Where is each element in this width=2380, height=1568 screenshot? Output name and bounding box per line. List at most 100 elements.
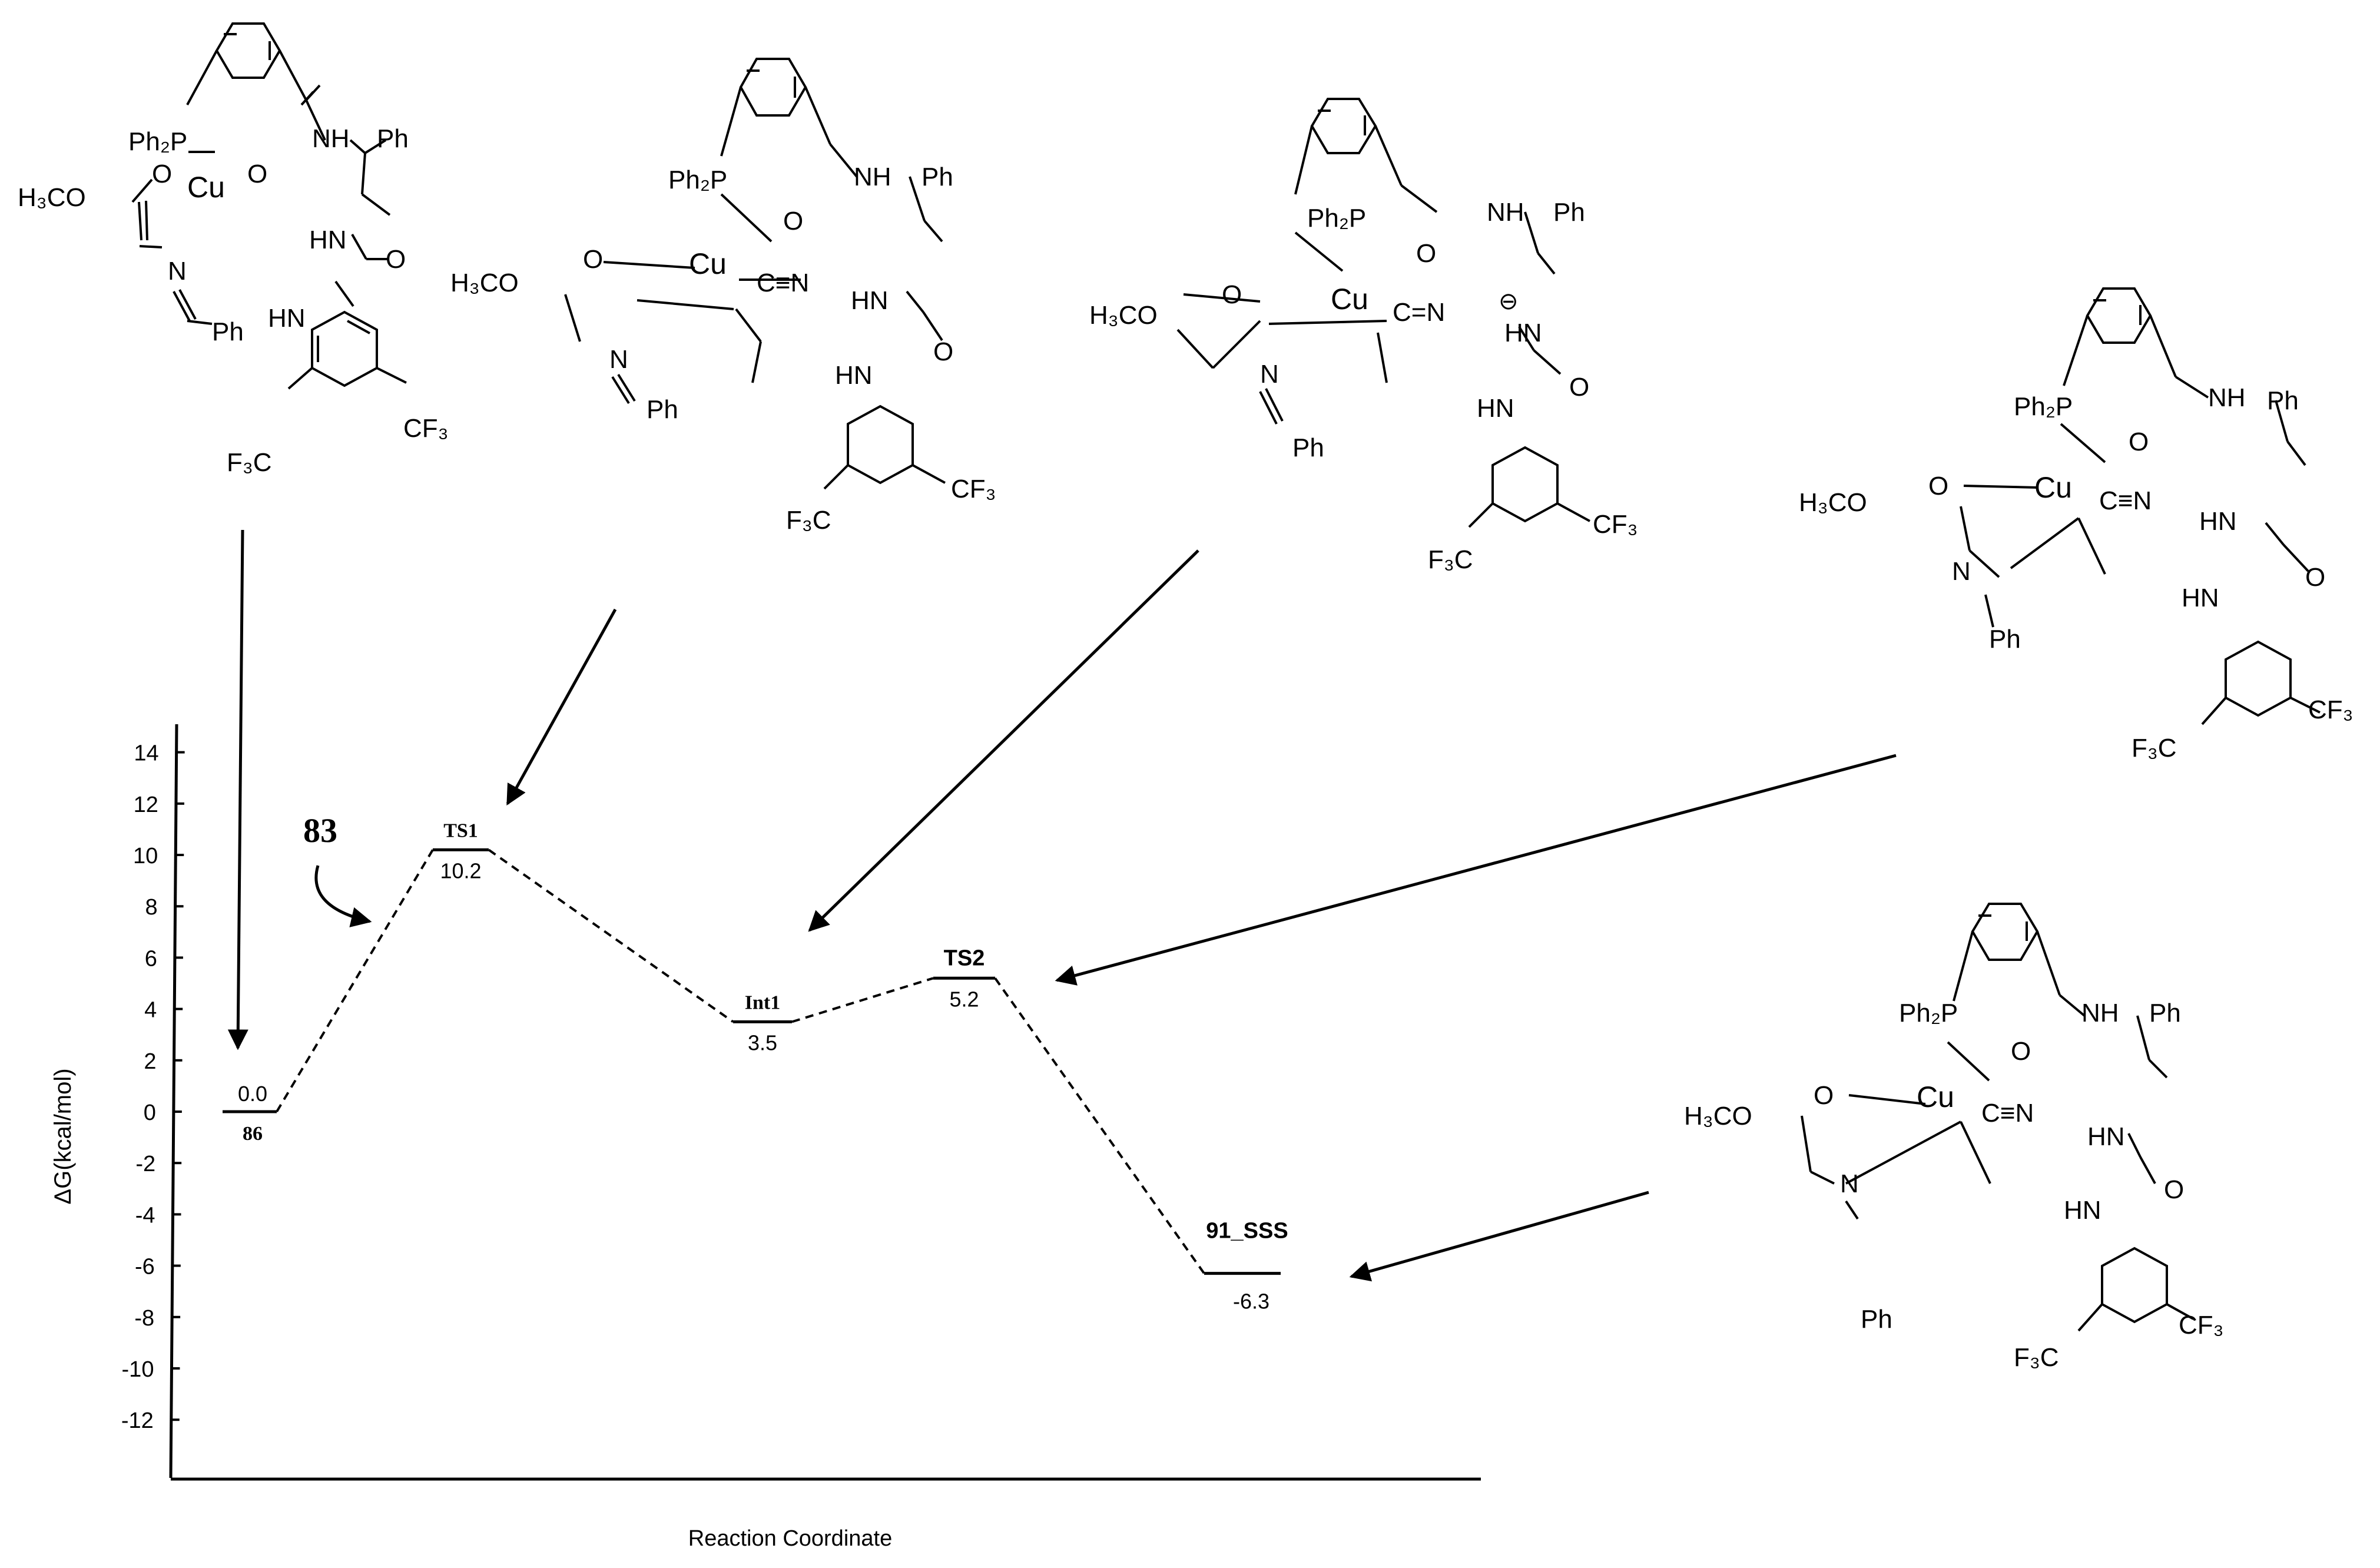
svg-text:Ph: Ph — [1553, 198, 1585, 227]
svg-text:O: O — [1222, 280, 1242, 309]
svg-text:⊖: ⊖ — [1499, 289, 1519, 314]
structure-ts1-labels: Ph₂P Cu O O NH Ph H₃CO C≡N HN N Ph HN O … — [450, 163, 996, 535]
level-value-TS2: 5.2 — [949, 987, 979, 1011]
svg-text:O: O — [1814, 1081, 1834, 1110]
svg-text:Ph: Ph — [1989, 625, 2021, 654]
level-value-Int1: 3.5 — [748, 1030, 777, 1055]
svg-text:HN: HN — [309, 226, 347, 254]
svg-text:Ph: Ph — [2267, 386, 2299, 415]
svg-text:N: N — [1952, 557, 1971, 586]
svg-text:Ph₂P: Ph₂P — [1307, 204, 1366, 233]
svg-text:NH: NH — [2208, 383, 2246, 412]
svg-text:Cu: Cu — [1331, 283, 1368, 316]
svg-text:F₃C: F₃C — [2132, 734, 2177, 763]
svg-text:HN: HN — [1504, 319, 1542, 347]
connector-Int1-to-TS2 — [791, 977, 934, 1023]
svg-text:O: O — [783, 207, 803, 236]
structure-product-labels: Ph₂P Cu O O NH Ph H₃CO C≡N HN N Ph HN O … — [1684, 999, 2224, 1372]
svg-text:O: O — [1569, 373, 1589, 402]
y-tick-label: -6 — [135, 1255, 155, 1279]
svg-text:N: N — [609, 345, 628, 374]
annotation-83: 83 — [303, 811, 337, 850]
level-name-TS1: TS1 — [443, 820, 478, 841]
svg-text:Ph₂P: Ph₂P — [668, 165, 727, 194]
svg-text:C≡N: C≡N — [1981, 1099, 2034, 1128]
svg-text:HN: HN — [1477, 394, 1514, 423]
energy-levels — [223, 848, 1281, 1275]
svg-text:CF₃: CF₃ — [1593, 510, 1638, 539]
svg-text:HN: HN — [2199, 507, 2237, 536]
svg-text:HN: HN — [268, 304, 306, 333]
arrow-product-structure — [1349, 1191, 1649, 1282]
level-value-86: 0.0 — [238, 1082, 267, 1106]
connector-TS1-to-Int1 — [488, 848, 734, 1023]
svg-text:Cu: Cu — [187, 171, 225, 204]
arrow-ts1-structure — [506, 608, 617, 806]
svg-text:HN: HN — [2182, 584, 2219, 612]
svg-text:O: O — [2164, 1175, 2184, 1204]
svg-text:NH: NH — [1487, 198, 1524, 227]
y-tick-label: 0 — [144, 1100, 156, 1125]
svg-text:O: O — [247, 160, 267, 188]
svg-text:O: O — [1928, 472, 1948, 500]
y-tick-label: 4 — [144, 998, 157, 1023]
svg-text:N: N — [168, 257, 187, 286]
svg-text:C≡N: C≡N — [2099, 486, 2152, 515]
svg-text:HN: HN — [835, 361, 873, 390]
y-tick-label: 6 — [145, 946, 157, 971]
connector-TS2-to-91_SSS — [994, 977, 1205, 1274]
svg-text:CF₃: CF₃ — [2179, 1311, 2224, 1340]
svg-text:CF₃: CF₃ — [951, 475, 996, 503]
svg-text:Ph: Ph — [212, 317, 244, 346]
y-tick-label: 12 — [134, 793, 158, 817]
y-tick-label: -12 — [121, 1408, 154, 1433]
svg-text:CF₃: CF₃ — [2308, 695, 2354, 724]
svg-text:NH: NH — [312, 124, 350, 153]
svg-text:Ph₂P: Ph₂P — [2014, 392, 2073, 421]
energy-connectors — [276, 848, 1205, 1274]
y-tick-label: 14 — [134, 741, 158, 766]
svg-text:N: N — [1260, 360, 1279, 389]
level-value-TS1: 10.2 — [440, 858, 481, 883]
svg-text:NH: NH — [2081, 999, 2119, 1027]
structure-reactant-complex — [131, 22, 407, 390]
structure-int1 — [1176, 98, 1590, 528]
svg-text:F₃C: F₃C — [2014, 1343, 2059, 1372]
x-axis-label: Reaction Coordinate — [688, 1526, 892, 1551]
svg-text:Cu: Cu — [1917, 1080, 1954, 1113]
svg-text:Ph: Ph — [1861, 1305, 1892, 1334]
svg-text:Cu: Cu — [689, 247, 727, 280]
svg-text:F₃C: F₃C — [227, 448, 272, 477]
y-tick-label: 10 — [133, 844, 158, 868]
y-tick-label: -4 — [135, 1203, 155, 1228]
svg-text:F₃C: F₃C — [786, 506, 831, 535]
svg-text:F₃C: F₃C — [1428, 545, 1473, 574]
svg-text:H₃CO: H₃CO — [1089, 301, 1158, 330]
svg-text:Ph: Ph — [2149, 999, 2181, 1027]
svg-text:O: O — [1416, 239, 1436, 268]
structure-ts2-labels: Ph₂P Cu O O NH Ph H₃CO C≡N HN N Ph HN O … — [1799, 383, 2354, 763]
structure-int1-labels: Ph₂P Cu O O NH Ph H₃CO C=N ⊖ HN N Ph HN … — [1089, 198, 1638, 574]
y-tick-label: -2 — [135, 1152, 155, 1176]
svg-text:O: O — [2305, 563, 2325, 592]
svg-text:Ph: Ph — [647, 395, 678, 424]
svg-text:H₃CO: H₃CO — [18, 183, 86, 212]
svg-text:Ph₂P: Ph₂P — [128, 127, 187, 156]
svg-text:C≡N: C≡N — [757, 268, 809, 297]
svg-text:N: N — [1840, 1169, 1859, 1198]
level-name-91_SSS: 91_SSS — [1206, 1219, 1288, 1244]
y-tick-label: 2 — [144, 1049, 156, 1074]
svg-text:H₃CO: H₃CO — [1684, 1102, 1752, 1131]
y-tick-label: -10 — [122, 1357, 154, 1382]
structure-product — [1801, 903, 2194, 1332]
svg-text:O: O — [152, 160, 172, 188]
svg-text:Ph: Ph — [377, 124, 409, 153]
connector-86-to-TS1 — [276, 849, 434, 1113]
structure-ts2 — [1960, 287, 2321, 725]
svg-text:O: O — [2011, 1037, 2031, 1066]
structure-ts1 — [564, 58, 946, 490]
